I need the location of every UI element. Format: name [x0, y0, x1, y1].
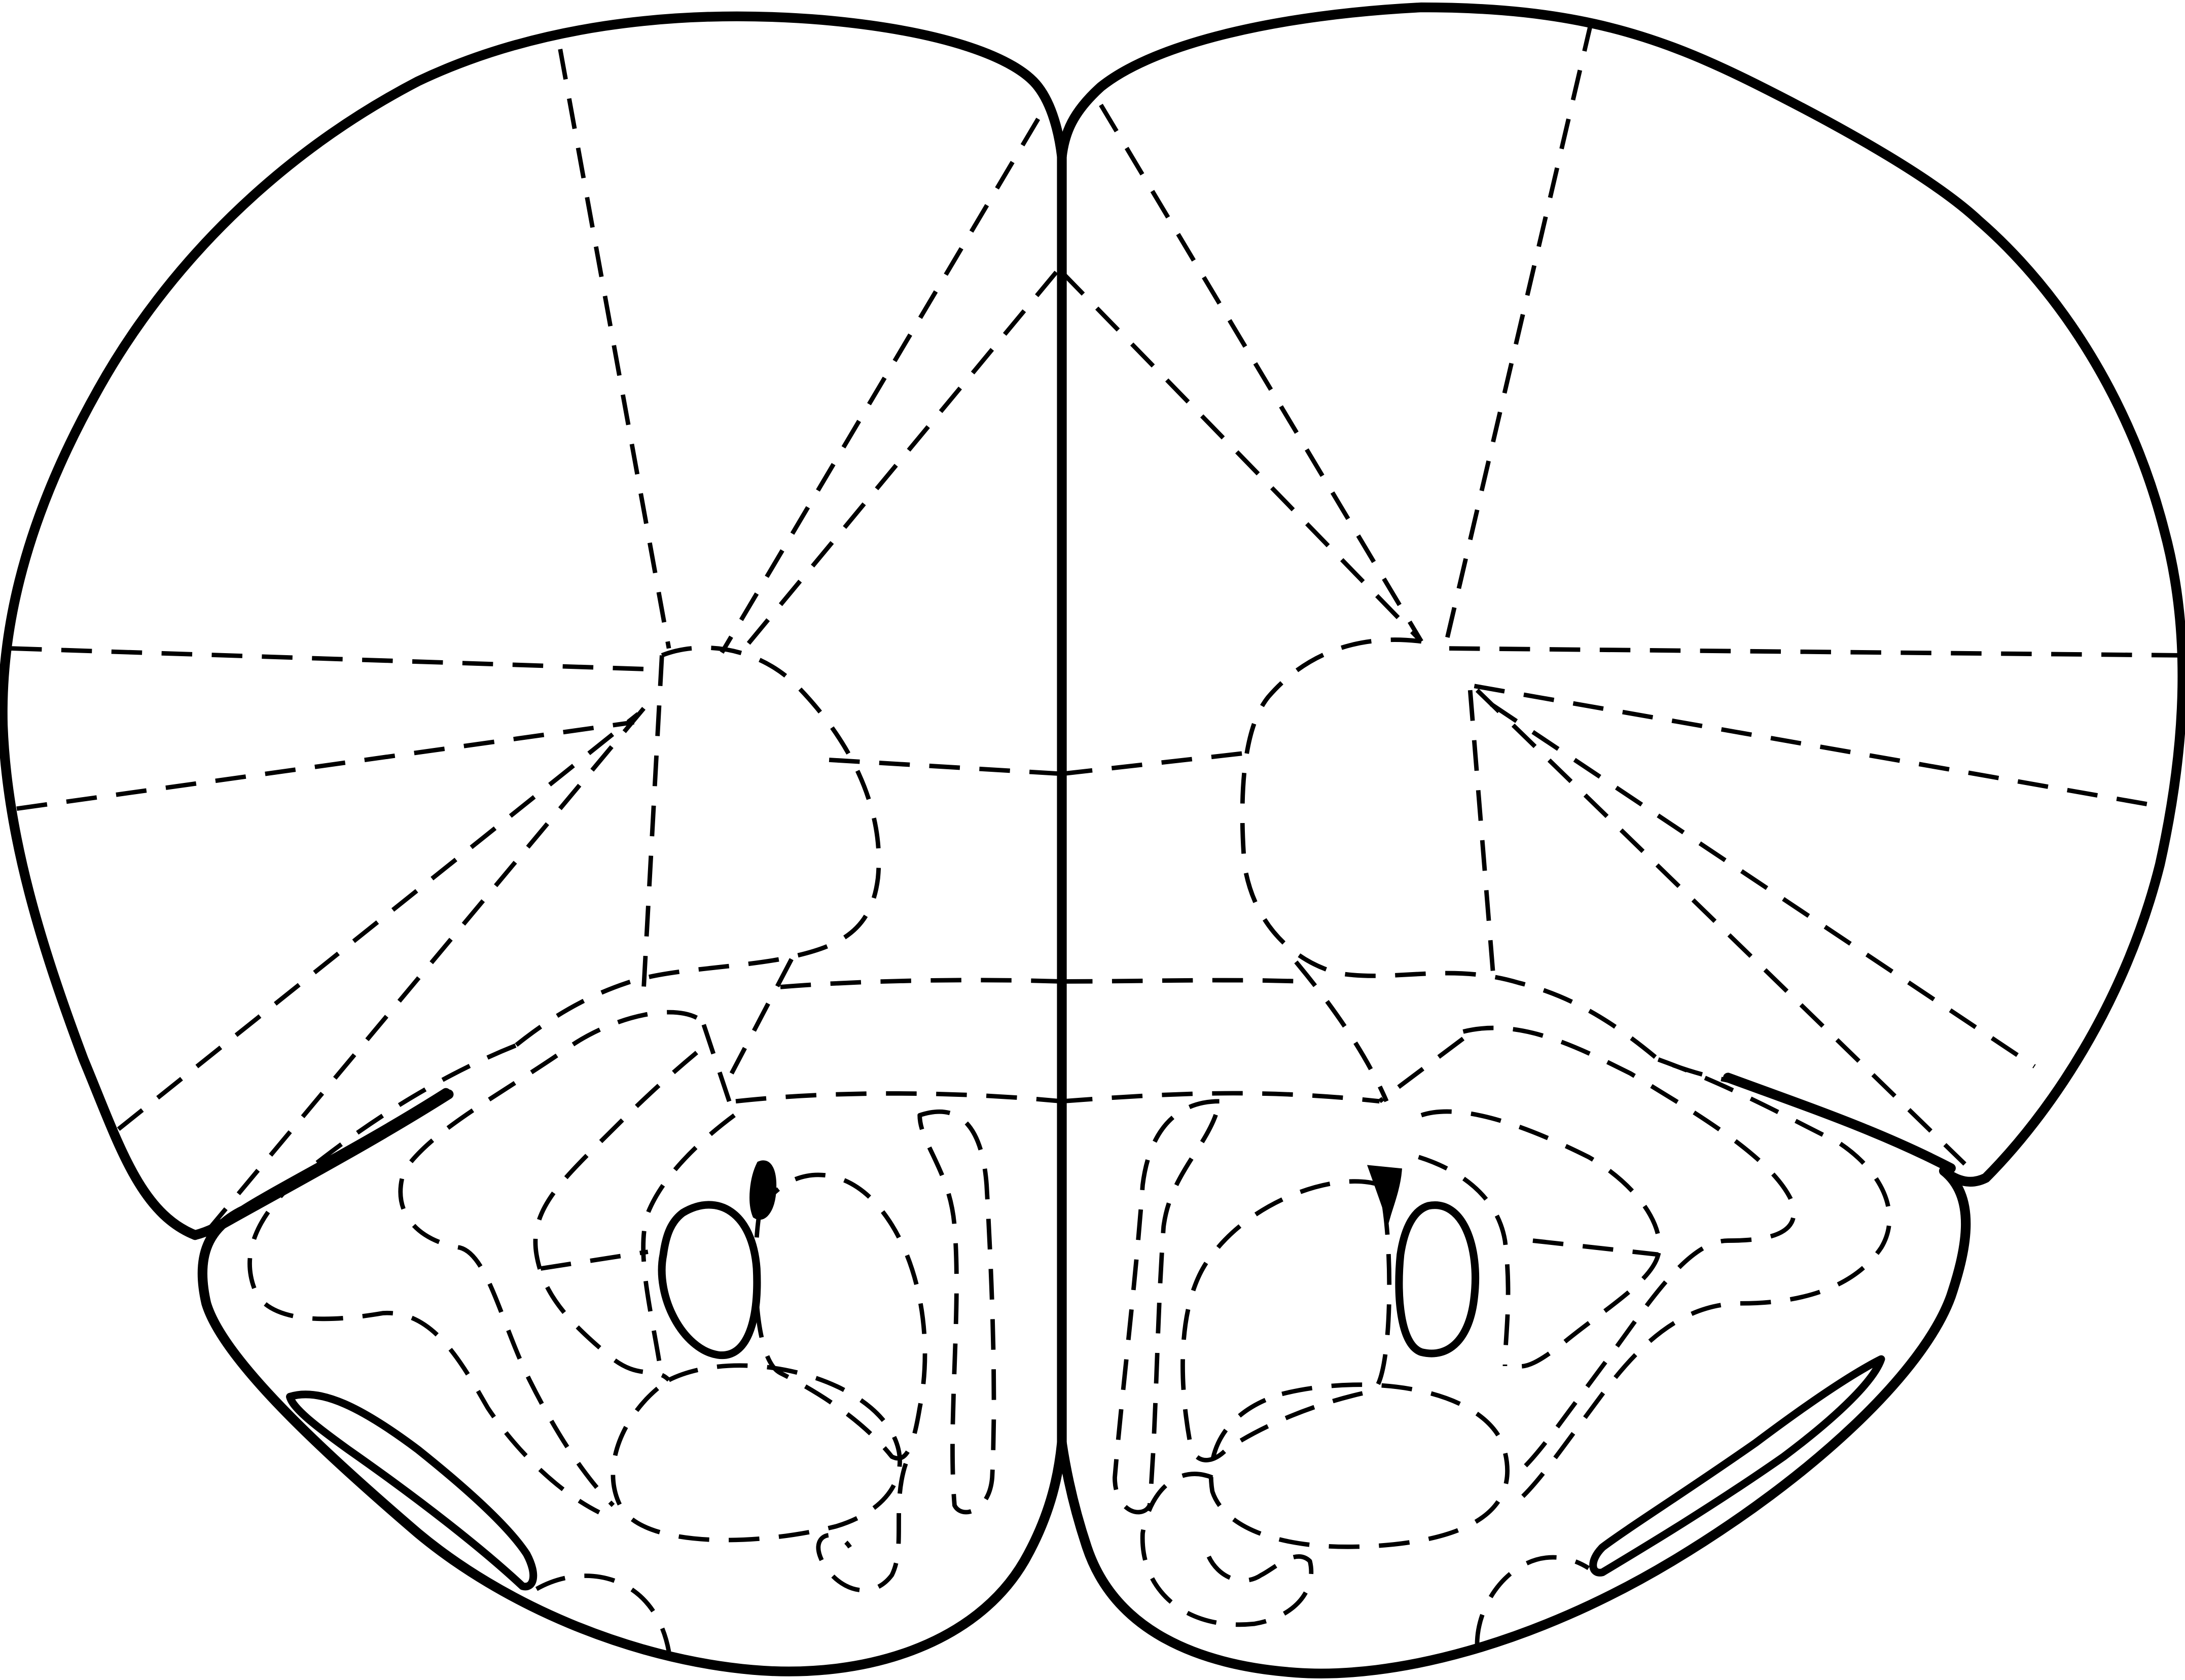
- left-radial-line-7: [204, 706, 646, 1234]
- left-ventral-outline: [190, 1088, 1067, 1676]
- right-ventricle-oval: [1395, 1201, 1480, 1357]
- left-ventricle-oval: [658, 1201, 761, 1360]
- left-radial-line-9: [829, 758, 1062, 776]
- right-radial-line-6: [1490, 702, 2036, 1068]
- right-marker: [1367, 1165, 1403, 1225]
- right-radial-line-9: [1061, 750, 1248, 776]
- right-radial-line-4: [1449, 646, 2181, 658]
- left-contour-3: [533, 1051, 698, 1382]
- left-radial-line-5: [16, 720, 634, 811]
- right-radial-line-3: [1060, 270, 1423, 643]
- left-contour-2: [398, 1010, 698, 1507]
- left-contour-5: [540, 1249, 649, 1271]
- right-horizontal-band-bottom: [1061, 1091, 1380, 1104]
- right-inner-ellipse: [1208, 1382, 1510, 1549]
- right-contour-3: [1420, 1109, 1662, 1369]
- right-hemisphere-outline: [1057, 2, 2185, 1187]
- right-radial-line-2: [1099, 103, 1423, 643]
- left-hemisphere-outline: [0, 11, 1067, 1240]
- right-loop: [1140, 1472, 1314, 1627]
- left-ventrolateral-border: [218, 1089, 454, 1229]
- right-contour-outer: [1511, 1057, 1892, 1508]
- right-bottom-arc: [1475, 1555, 1590, 1645]
- right-contour-5: [1532, 1238, 1659, 1257]
- lesion-markers: [749, 1160, 1403, 1225]
- left-loop: [816, 1462, 908, 1593]
- right-contour-4: [1418, 1155, 1511, 1366]
- left-horizontal-band-bottom: [735, 1091, 1062, 1104]
- left-inner-ellipse: [611, 1363, 902, 1543]
- left-radial-line-1: [558, 49, 671, 649]
- ventricles: [658, 1201, 1480, 1360]
- right-ventrolateral-border: [1723, 1073, 1956, 1173]
- left-radial-line-3: [737, 270, 1058, 657]
- right-connector-a: [1294, 960, 1389, 1102]
- radial-boundaries: [11, 20, 2181, 1234]
- right-central-lobe: [1240, 637, 1729, 1083]
- right-medial-tube: [1113, 1099, 1222, 1515]
- right-horizontal-band-top: [1062, 978, 1303, 984]
- right-radial-line-8: [1467, 690, 1496, 983]
- left-central-lobe: [514, 645, 881, 1048]
- left-medial-tube: [917, 1109, 996, 1515]
- left-connector-a: [729, 958, 794, 1075]
- right-radial-line-1: [1444, 20, 1594, 642]
- left-contour-outer: [247, 1043, 600, 1515]
- right-radial-line-7: [1475, 688, 1966, 1166]
- left-bottom-arc: [535, 1574, 671, 1653]
- left-ventral-contours: [247, 1010, 996, 1653]
- right-ventral-contours: [1113, 1025, 1892, 1645]
- left-caudate-shape: [753, 1172, 927, 1461]
- left-horizontal-band-top: [780, 978, 1062, 989]
- right-contour-2: [1462, 1025, 1796, 1480]
- left-connector-b: [701, 1024, 734, 1109]
- dorsal-central-regions: [514, 637, 1729, 1109]
- left-radial-line-6: [117, 712, 640, 1131]
- right-ventral-outline: [1057, 1166, 1971, 1678]
- right-radial-line-5: [1474, 684, 2158, 808]
- left-radial-line-2: [720, 118, 1041, 654]
- left-marker: [749, 1160, 777, 1220]
- right-connector-b: [1378, 1036, 1465, 1103]
- right-lateral-lens: [1589, 1355, 1885, 1577]
- left-radial-line-4: [11, 646, 653, 672]
- lateral-lens-shapes: [286, 1355, 1885, 1591]
- right-caudate-shape: [1180, 1179, 1392, 1462]
- left-radial-line-8: [641, 655, 664, 987]
- left-lateral-lens: [286, 1390, 538, 1591]
